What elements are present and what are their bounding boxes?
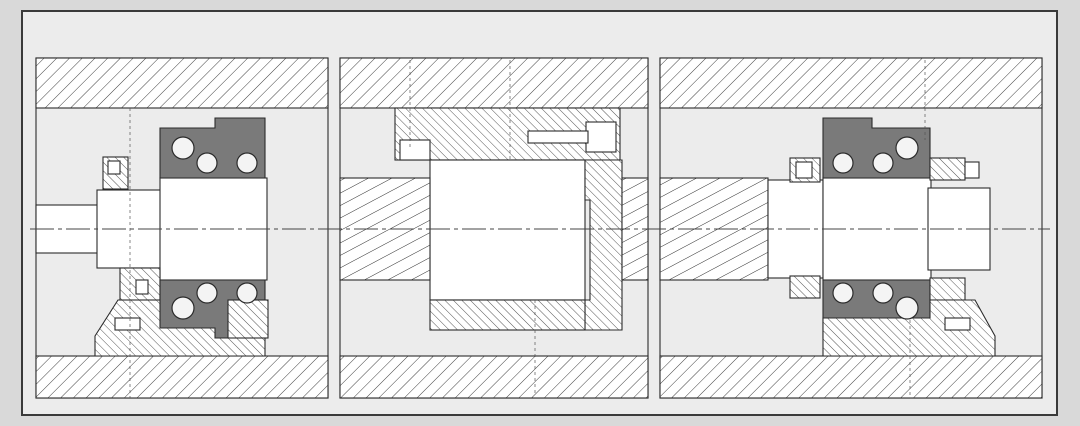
bearing-ball <box>872 152 894 174</box>
bearing-ball <box>171 136 195 160</box>
bearing-ball <box>196 282 218 304</box>
bottom-housing-section <box>339 355 649 399</box>
bearing-ball <box>236 152 258 174</box>
ballnut-panel <box>339 57 649 399</box>
top-housing-section <box>659 57 1043 109</box>
bearing-ball <box>171 296 195 320</box>
top-housing-section <box>339 57 649 109</box>
bottom-housing-section <box>35 355 329 399</box>
bottom-housing-section <box>659 355 1043 399</box>
nut-flange-bottom <box>429 299 586 331</box>
end-cap-bottom <box>929 277 966 301</box>
set-screw-top <box>107 160 121 175</box>
base-slot <box>114 317 141 331</box>
set-screw <box>964 161 980 179</box>
end-cap-top <box>929 157 966 181</box>
bearing-cap-right <box>227 299 269 339</box>
set-screw <box>795 161 813 179</box>
flange-recess <box>399 139 431 161</box>
support-base-block <box>822 299 996 357</box>
bearing-ball <box>832 152 854 174</box>
lock-nut-bottom <box>789 275 821 299</box>
cap-screw-shank <box>527 130 589 144</box>
bearing-balls-left <box>171 136 258 320</box>
bearing-ball <box>236 282 258 304</box>
base-slot <box>944 317 971 331</box>
bearing-ball <box>895 136 919 160</box>
top-housing-section <box>35 57 329 109</box>
bearing-ball <box>832 282 854 304</box>
bearing-ball <box>872 282 894 304</box>
right-support-panel <box>659 57 1043 399</box>
ball-nut-body <box>429 159 586 301</box>
construction-lines <box>129 60 926 398</box>
bearing-ball <box>196 152 218 174</box>
set-screw-bottom <box>135 279 149 295</box>
cap-screw-head <box>585 121 617 153</box>
bearing-balls-right <box>832 136 919 320</box>
nut-end-section <box>584 159 623 331</box>
bearing-ball <box>895 296 919 320</box>
